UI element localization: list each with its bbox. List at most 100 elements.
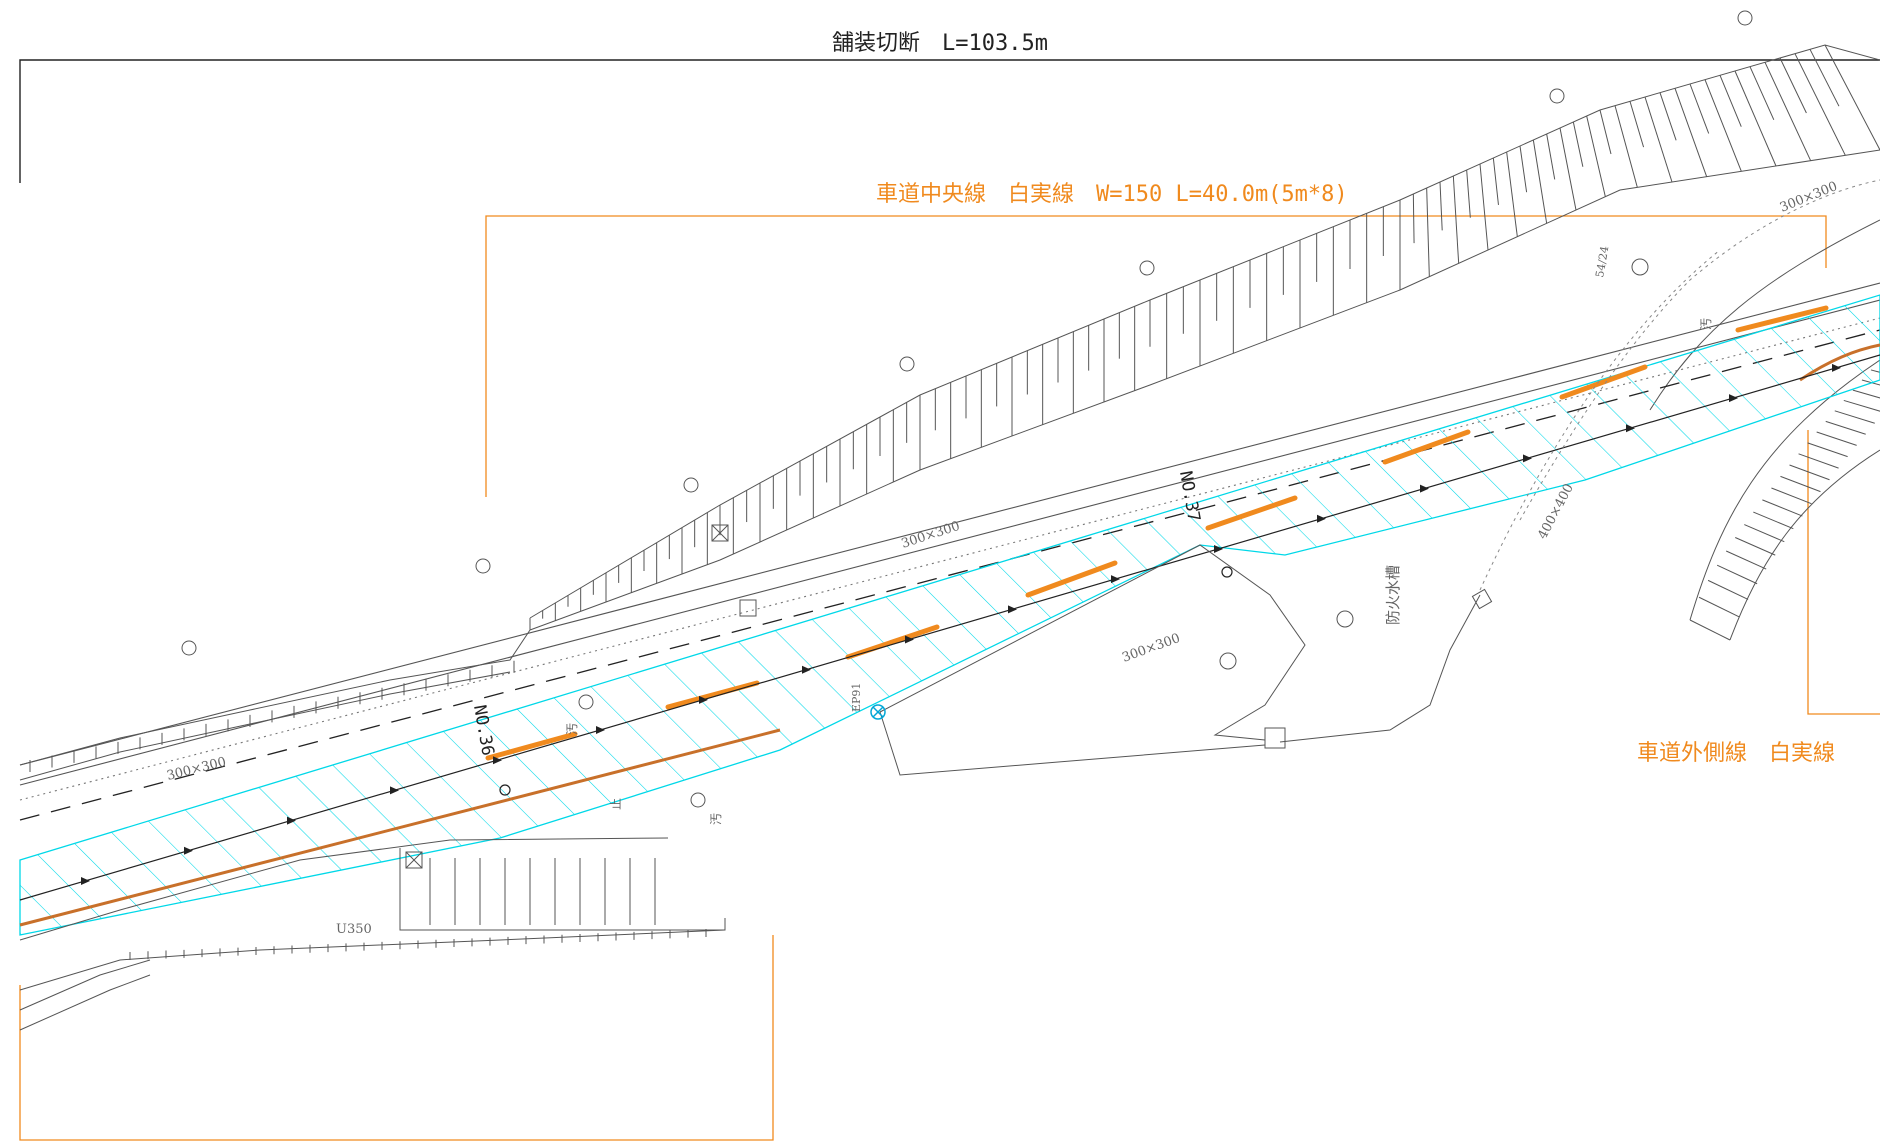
slope-tick [1644, 96, 1673, 183]
curve-tick [1852, 389, 1880, 399]
curve-tick [1735, 537, 1776, 556]
slope-tick [1506, 151, 1518, 237]
survey-marker [1420, 484, 1429, 493]
pipe-label: 54/24 [1593, 245, 1611, 278]
survey-marker [1111, 575, 1120, 584]
slope-tick [1704, 79, 1742, 172]
right-guides [1479, 179, 1880, 591]
curve-tick [1798, 453, 1839, 469]
sewer-label-1: 汚 [565, 723, 579, 735]
slope-tick [1779, 57, 1807, 114]
survey-marker [1317, 514, 1326, 523]
survey-marker [1008, 605, 1017, 614]
slope-tick [1659, 92, 1677, 141]
survey-marker [81, 876, 90, 885]
curve-tick [1780, 475, 1821, 493]
slope-tick [1599, 109, 1612, 155]
lower-structures [19, 837, 726, 1031]
survey-marker [699, 695, 708, 704]
sewer-label-2: 汚 [709, 813, 723, 825]
curve-tick [1707, 579, 1749, 600]
curve-tick [1843, 399, 1880, 412]
outer-line-label: 車道外側線 白実線 [1637, 741, 1835, 766]
slope-tick [1439, 181, 1443, 231]
slope-tick [1412, 193, 1415, 244]
sewer-label-3: 汚 [1699, 318, 1713, 330]
slope-tick [1572, 121, 1584, 167]
fire-tank-area [739, 544, 1493, 776]
slope-tick [1674, 88, 1708, 177]
survey-marker [1729, 394, 1738, 403]
station-points [499, 566, 1233, 796]
survey-line [19, 354, 1880, 901]
center-line-leader [485, 215, 1827, 497]
tree-symbols [181, 10, 1753, 808]
outer-line [19, 343, 1880, 927]
curve-tick [1834, 410, 1875, 424]
curve-tick [1762, 499, 1803, 517]
curve-tick [1744, 524, 1785, 543]
survey-marker [905, 635, 914, 644]
curve-tick [1807, 442, 1848, 458]
slope-tick [1764, 62, 1812, 161]
slope-tick [1614, 105, 1638, 188]
manhole-symbols [1219, 258, 1649, 670]
curve-tick [1771, 487, 1812, 505]
pavement-cut-label: 舗装切断 L=103.5m [832, 31, 1048, 56]
survey-marker [596, 726, 605, 735]
slope-tick [1532, 139, 1548, 224]
left-channel-ticks [29, 660, 515, 772]
dimension-300-c: 300×300 [1120, 631, 1182, 666]
survey-marker [1214, 544, 1223, 553]
survey-markers [81, 363, 1841, 885]
curve-tick [1789, 464, 1830, 481]
dimension-300-d: 300×300 [1778, 179, 1840, 216]
road-edges [19, 282, 1880, 821]
curve-tick [1816, 431, 1857, 446]
slope-tick [1452, 175, 1460, 264]
outer-line-leader [19, 430, 1880, 1141]
slope-tick [1466, 169, 1471, 218]
fire-tank-label: 防火水槽 [1384, 565, 1402, 625]
pavement-cut-dimension [19, 59, 1880, 183]
u-channel-label: U350 [336, 922, 372, 937]
slope-tick [1479, 163, 1489, 251]
slope-tick [1749, 66, 1775, 121]
survey-marker [1523, 454, 1532, 463]
survey-marker [390, 786, 399, 795]
survey-marker [802, 665, 811, 674]
center-line-label: 車道中央線 白実線 W=150 L=40.0m(5m*8) [876, 182, 1348, 207]
box-symbols [711, 524, 729, 542]
curve-tick [1753, 511, 1794, 530]
slope-tick [1809, 49, 1840, 107]
survey-marker [287, 816, 296, 825]
survey-marker [493, 756, 502, 765]
upper-slope [529, 44, 1880, 631]
slope-tick [1719, 75, 1742, 127]
survey-marker [184, 846, 193, 855]
pole-label: EP91 [850, 683, 863, 712]
curve-tick [1689, 619, 1731, 641]
pavement-area [19, 294, 1880, 936]
stop-label: 止 [609, 798, 623, 810]
lower-channel-ticks [129, 858, 707, 960]
slope-tick [1559, 127, 1577, 211]
slope-tick [1586, 115, 1606, 197]
survey-marker [1626, 424, 1635, 433]
slope-tick [1426, 187, 1430, 277]
slope-tick [1546, 133, 1556, 180]
curve-tick [1825, 420, 1866, 435]
curve-tick [1716, 564, 1758, 585]
slope-tick [1519, 145, 1528, 193]
slope-tick [1629, 101, 1645, 148]
survey-marker [1832, 363, 1841, 372]
slope-tick [1794, 53, 1846, 156]
dimension-300-a: 300×300 [165, 755, 227, 784]
center-line-segments [485, 305, 1829, 761]
slope-tick [1824, 44, 1880, 151]
curve-tick [1698, 596, 1740, 618]
curve-tick [1725, 550, 1767, 570]
slope-tick [1689, 83, 1710, 134]
dimension-300-b: 300×300 [900, 519, 962, 552]
